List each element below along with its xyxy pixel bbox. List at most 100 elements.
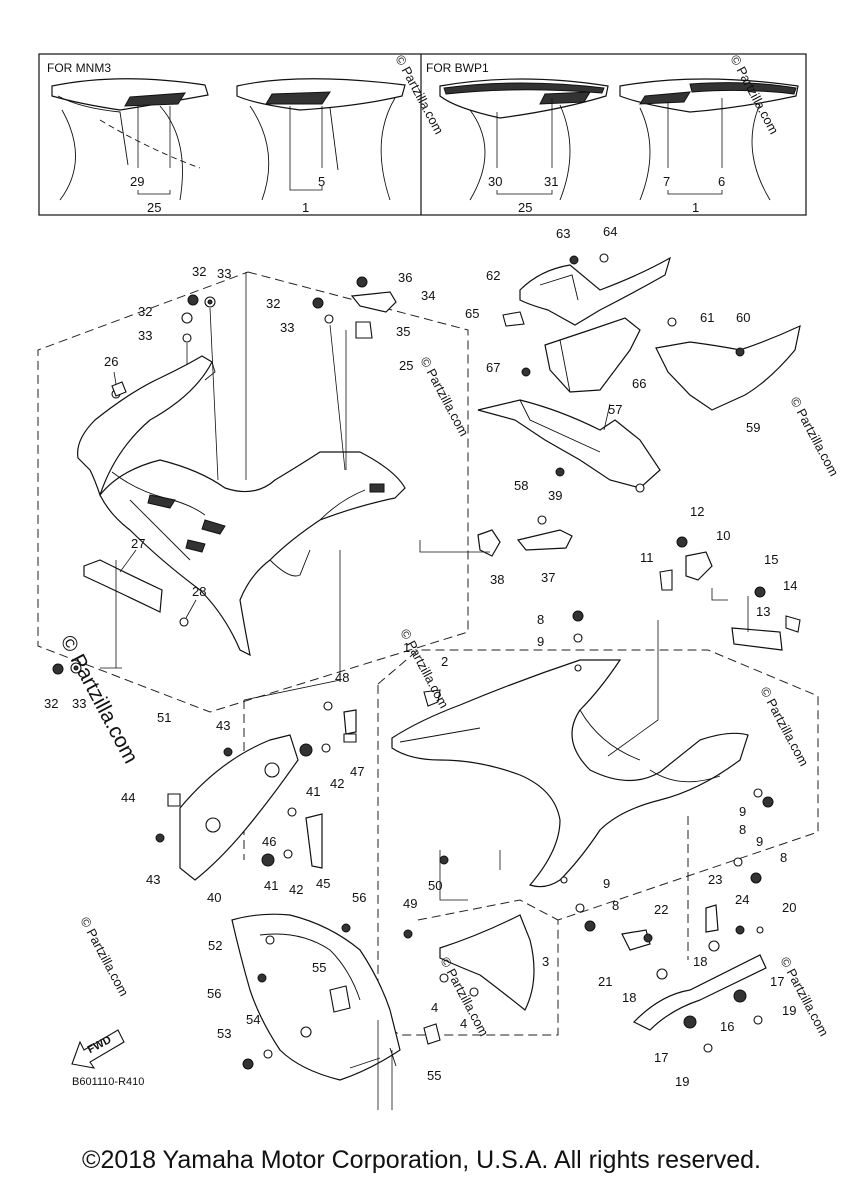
watermark-4: © Partzilla.com xyxy=(787,394,841,478)
callout-27: 27 xyxy=(131,536,145,551)
brackets-45-48 xyxy=(287,701,357,869)
callout-24: 24 xyxy=(735,892,749,907)
callout-25: 25 xyxy=(399,358,413,373)
callout-55: 55 xyxy=(427,1068,441,1083)
callout-12: 12 xyxy=(690,504,704,519)
callout-14: 14 xyxy=(783,578,797,593)
bwp1-left-fairing xyxy=(439,78,609,201)
inset-panels: FOR MNM3 FOR BWP1 xyxy=(38,53,807,216)
lower-panel-52 xyxy=(231,913,441,1081)
panel-group-1-left: 1 xyxy=(302,200,309,215)
watermark-3: © Partzilla.com xyxy=(417,354,471,438)
callout-65: 65 xyxy=(465,306,479,321)
callout-56: 56 xyxy=(207,986,221,1001)
inner-panel-3 xyxy=(403,855,535,1011)
part-27-strip xyxy=(83,549,163,613)
callout-9: 9 xyxy=(603,876,610,891)
callout-42: 42 xyxy=(330,776,344,791)
panel-group-25-left: 25 xyxy=(147,200,161,215)
callout-34: 34 xyxy=(421,288,435,303)
watermark-main: © Partzilla.com xyxy=(56,632,143,768)
screws-32-33-mid xyxy=(312,297,346,471)
watermark-7: © Partzilla.com xyxy=(77,914,131,998)
callout-19: 19 xyxy=(782,1003,796,1018)
bracket-16-21 xyxy=(621,929,767,1053)
callout-40: 40 xyxy=(207,890,221,905)
part-2 xyxy=(423,689,441,707)
watermark-9: © Partzilla.com xyxy=(777,954,831,1038)
callout-47: 47 xyxy=(350,764,364,779)
callout-37: 37 xyxy=(541,570,555,585)
callout-32: 32 xyxy=(192,264,206,279)
callout-8: 8 xyxy=(612,898,619,913)
screws-8-9 xyxy=(572,610,774,932)
callout-54: 54 xyxy=(246,1012,260,1027)
callout-16: 16 xyxy=(720,1019,734,1034)
callout-46: 46 xyxy=(262,834,276,849)
callout-19: 19 xyxy=(675,1074,689,1089)
callout-9: 9 xyxy=(739,804,746,819)
callout-17: 17 xyxy=(654,1050,668,1065)
callout-22: 22 xyxy=(654,902,668,917)
panel-title-mnm3: FOR MNM3 xyxy=(47,61,111,75)
callout-11: 11 xyxy=(640,550,654,565)
callout-15: 15 xyxy=(764,552,778,567)
callout-33: 33 xyxy=(138,328,152,343)
callout-9: 9 xyxy=(756,834,763,849)
bracket-37-38-39 xyxy=(477,515,573,557)
callout-52: 52 xyxy=(208,938,222,953)
callout-42: 42 xyxy=(289,882,303,897)
fwd-arrow-icon: FWD xyxy=(71,1029,125,1069)
upper-cowling-25 xyxy=(77,355,406,657)
callout-66: 66 xyxy=(632,376,646,391)
callout-39: 39 xyxy=(548,488,562,503)
callout-4: 4 xyxy=(460,1016,467,1031)
panel-group-25-right: 25 xyxy=(518,200,532,215)
callout-4: 4 xyxy=(431,1000,438,1015)
callout-49: 49 xyxy=(403,896,417,911)
callout-63: 63 xyxy=(556,226,570,241)
callout-3: 3 xyxy=(542,954,549,969)
callout-8: 8 xyxy=(739,822,746,837)
bracket-22-24 xyxy=(643,904,764,943)
panel-title-bwp1: FOR BWP1 xyxy=(426,61,489,75)
part-28 xyxy=(179,599,197,627)
screws-32-33-low xyxy=(52,662,82,675)
bracket-13-15 xyxy=(731,586,801,651)
callout-8: 8 xyxy=(537,612,544,627)
callout-26: 26 xyxy=(104,354,118,369)
callout-labels: 32 33 32 33 32 33 36 34 35 25 26 27 28 3… xyxy=(44,224,797,1089)
callout-20: 20 xyxy=(782,900,796,915)
callout-67: 67 xyxy=(486,360,500,375)
callout-43: 43 xyxy=(146,872,160,887)
panel-callout-7: 7 xyxy=(663,174,670,189)
callout-45: 45 xyxy=(316,876,330,891)
connector-leaders xyxy=(100,403,728,1110)
bwp1-right-fairing xyxy=(619,78,799,201)
group-outlines xyxy=(37,271,819,1036)
callout-10: 10 xyxy=(716,528,730,543)
part-26 xyxy=(111,371,127,397)
duct-57 xyxy=(477,399,661,493)
part-65 xyxy=(502,311,525,327)
mnm3-right-fairing xyxy=(236,78,406,201)
callout-32: 32 xyxy=(138,304,152,319)
callout-1: 1 xyxy=(403,640,410,655)
callout-35: 35 xyxy=(396,324,410,339)
callout-21: 21 xyxy=(598,974,612,989)
callout-36: 36 xyxy=(398,270,412,285)
callout-64: 64 xyxy=(603,224,617,239)
callout-33: 33 xyxy=(217,266,231,281)
callout-58: 58 xyxy=(514,478,528,493)
panel-callout-6: 6 xyxy=(718,174,725,189)
panel-group-1-right: 1 xyxy=(692,200,699,215)
callout-51: 51 xyxy=(157,710,171,725)
callout-23: 23 xyxy=(708,872,722,887)
callout-48: 48 xyxy=(335,670,349,685)
bracket-10-12 xyxy=(659,536,713,591)
callout-9: 9 xyxy=(537,634,544,649)
callout-57: 57 xyxy=(608,402,622,417)
callout-32: 32 xyxy=(44,696,58,711)
copyright-notice: ©2018 Yamaha Motor Corporation, U.S.A. A… xyxy=(82,1146,761,1174)
